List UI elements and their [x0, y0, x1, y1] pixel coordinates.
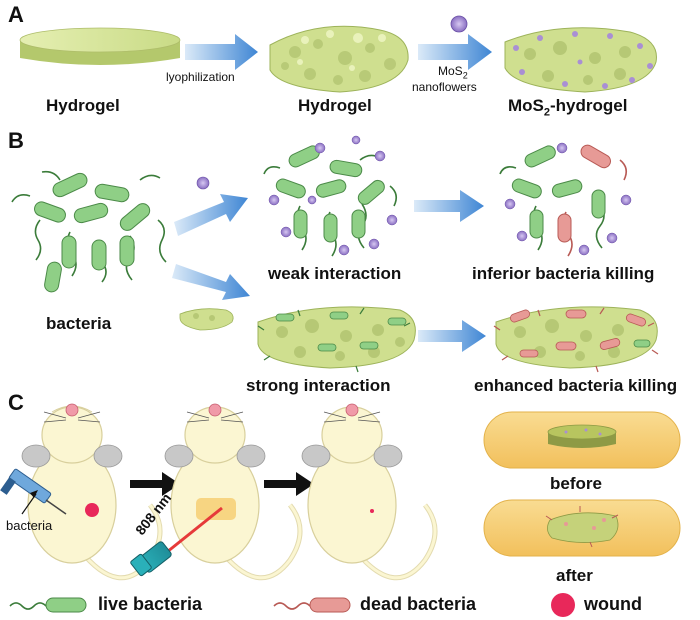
panel-label-c: C [8, 390, 24, 415]
panel-a-nanoflower-icon [450, 15, 468, 33]
label-inferior-killing: inferior bacteria killing [472, 264, 655, 283]
label-c-bacteria: bacteria [6, 518, 53, 533]
panel-b-bacteria-cluster [11, 170, 167, 283]
panel-b-strong-gel [257, 306, 416, 373]
mouse-healed [301, 403, 438, 581]
label-after: after [556, 566, 593, 585]
wound-mark [85, 503, 99, 517]
panel-label-b: B [8, 128, 24, 153]
panel-b-enhanced-gel [493, 306, 659, 373]
laser-beam [161, 506, 223, 558]
tray-before [483, 411, 681, 469]
panel-b-small-nanoflower [196, 176, 210, 190]
panel-b-arrow-up [174, 194, 248, 236]
label-enhanced-killing: enhanced bacteria killing [474, 376, 678, 395]
legend-dead-icon [273, 597, 351, 613]
panel-a-arrow-lyophilization [185, 34, 258, 70]
panel-a-porous-hydrogel [269, 25, 409, 93]
laser-device-icon [130, 541, 172, 577]
label-mos2-hydrogel: MoS2-hydrogel [508, 96, 628, 119]
legend-live-label: live bacteria [98, 594, 203, 614]
label-hydrogel-initial: Hydrogel [46, 96, 120, 115]
panel-b-arrow-weak [414, 190, 484, 222]
panel-label-a: A [8, 2, 24, 27]
panel-b-bacteria-bodies [34, 172, 151, 293]
label-bacteria: bacteria [46, 314, 112, 333]
label-strong-interaction: strong interaction [246, 376, 391, 395]
bacteria-pointer [21, 490, 38, 515]
panel-b-arrow-strong [418, 320, 486, 352]
panel-a-mos2-hydrogel [504, 27, 657, 93]
panel-b-arrow-down [172, 264, 250, 300]
mouse-treated [164, 403, 303, 581]
panel-a-hydrogel-disc [19, 27, 181, 65]
tray-after [483, 499, 681, 557]
mouse-infected [21, 403, 163, 581]
label-mos2: MoS2 [438, 64, 468, 81]
panel-c-arrow-2 [264, 472, 314, 496]
hydrogel-patch [196, 498, 236, 520]
panel-b-weak-cluster [263, 135, 398, 257]
legend-dead-label: dead bacteria [360, 594, 477, 614]
label-nanoflowers: nanoflowers [412, 80, 477, 94]
label-before: before [550, 474, 602, 493]
legend-wound-label: wound [584, 594, 642, 614]
syringe-icon [0, 468, 67, 515]
panel-c-arrow-1 [130, 472, 180, 496]
legend-live-icon [9, 597, 87, 613]
legend-wound-icon [551, 593, 575, 617]
label-weak-interaction: weak interaction [268, 264, 402, 283]
label-lyophilization: lyophilization [166, 70, 235, 84]
label-hydrogel-porous: Hydrogel [298, 96, 372, 115]
panel-b-small-hydrogel [179, 308, 234, 331]
panel-a-arrow-loading [418, 34, 492, 70]
panel-b-inferior-cluster [499, 142, 632, 257]
